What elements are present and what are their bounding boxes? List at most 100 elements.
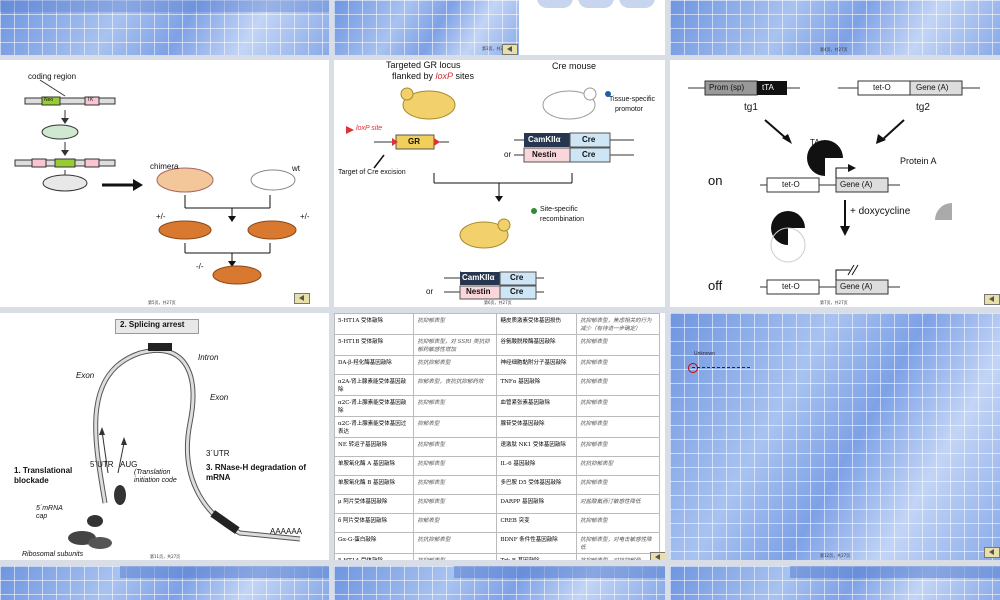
- target-excision-label: Target of Cre excision: [338, 169, 406, 176]
- table-cell: 谷氨酸脱羧酶基因敲除: [496, 334, 578, 356]
- slide-thumb-11[interactable]: [334, 566, 665, 600]
- slide-thumb-7[interactable]: 2. Splicing arrest Intron Exon Exon 5´UT…: [0, 313, 329, 560]
- rnase-label: 3. RNase-H degradation of mRNA: [206, 463, 307, 482]
- table-cell: 抗抑郁表型: [576, 355, 660, 375]
- slide-footer: 第4页，共27页: [820, 47, 848, 52]
- gene-knockout-table: 5-HT1A 受体敲除抗抑郁表型糖皮质激素受体基因损伤抗抑郁表型，焦虑相关的行为…: [334, 313, 660, 560]
- back-arrow-button[interactable]: [984, 294, 1000, 305]
- table-row: 5-HT1A 受体敲除抗抑郁表型Trk B 基因敲除抗抑郁表型，对抗抑郁药...: [334, 553, 660, 560]
- flanked-title: flanked by loxP sites: [392, 71, 475, 81]
- camkii-label: CamKIIα: [528, 135, 561, 144]
- table-cell: 腺苷受体基因敲除: [496, 416, 578, 438]
- table-cell: 抗抑郁表型: [413, 313, 498, 335]
- splicing-arrest-box: [115, 319, 199, 334]
- slide-thumb-6[interactable]: Prom (sp) tTA tet-O Gene (A) tg1 tg2 TA …: [670, 60, 1000, 307]
- table-cell: 抑郁表型: [413, 416, 498, 438]
- table-row: 单胺氧化酶 B 基因敲除抗抑郁表型多巴胺 D5 受体基因敲除抗抑郁表型: [334, 475, 660, 495]
- table-cell: 抗抑郁表型，对抗抑郁药...: [576, 553, 660, 560]
- table-cell: DARPP 基因敲除: [496, 494, 578, 514]
- slide-thumb-12[interactable]: [670, 566, 1000, 600]
- cre-label: Cre: [510, 273, 524, 282]
- tta-label: tTA: [762, 83, 774, 92]
- tk-label: TK: [87, 97, 94, 103]
- back-arrow-button[interactable]: [650, 552, 665, 560]
- table-row: 5-HT1B 受体敲除抗抑郁表型，对 SSRI 类抗抑郁药敏感性增加谷氨酸脱羧酶…: [334, 334, 660, 356]
- table-cell: 神经细胞黏附分子基因敲除: [496, 355, 578, 375]
- intron-label: Intron: [198, 353, 219, 362]
- gene-a-label: Gene (A): [916, 83, 949, 92]
- cre-label: Cre: [510, 287, 524, 296]
- table-cell: 速激肽 NK1 受体基因敲除: [496, 437, 578, 457]
- slide-footer: 第7页，共27页: [820, 300, 848, 305]
- tissue-specific-label: Tissue-specific: [609, 96, 656, 103]
- table-cell: 抗抗抑郁表型: [413, 532, 498, 554]
- slide-thumb-5[interactable]: Targeted GR locus flanked by loxP sites …: [334, 60, 665, 307]
- table-cell: 抗抑郁表型: [413, 395, 498, 417]
- table-cell: 抗抑郁表型: [413, 475, 498, 495]
- slide-thumb-8[interactable]: 5-HT1A 受体敲除抗抑郁表型糖皮质激素受体基因损伤抗抑郁表型，焦虑相关的行为…: [334, 313, 665, 560]
- table-row: α2C-肾上腺素能受体基因过表达抑郁表型腺苷受体基因敲除抗抑郁表型: [334, 416, 660, 438]
- teto-label: tet-O: [782, 282, 800, 291]
- table-cell: 抗抑郁表型: [413, 456, 498, 476]
- table-cell: 抑郁表型: [413, 513, 498, 533]
- table-cell: BDNF 条件性基因敲除: [496, 532, 578, 554]
- slide-footer: 第6页，共27页: [484, 300, 512, 305]
- neo-label: Neo: [44, 97, 54, 103]
- on-label: on: [708, 173, 723, 188]
- knockout-diagram: [14, 79, 297, 285]
- table-cell: 抗抑郁表型: [413, 494, 498, 514]
- table-cell: Gα-G-蛋白敲除: [334, 532, 415, 554]
- doxycycline-label: + doxycycline: [850, 206, 911, 217]
- slide-thumb-2[interactable]: 第3页，共27页: [334, 0, 665, 55]
- table-cell: 抗抗抑郁表型: [413, 355, 498, 375]
- table-cell: 抗抑郁表型: [576, 416, 660, 438]
- promotor-label: promotor: [615, 106, 644, 113]
- slide-background-panel: [334, 0, 519, 55]
- table-cell: 抗抗抑郁表型: [576, 456, 660, 476]
- ribosomal-label: Ribosomal subunits: [22, 551, 84, 558]
- table-cell: 抗抑郁表型: [576, 395, 660, 417]
- table-cell: α2A-肾上腺素能受体基因敲除: [334, 374, 415, 396]
- translation-init-label: (Translation initiation code: [134, 469, 177, 484]
- table-cell: 5-HT1A 受体敲除: [334, 553, 415, 560]
- table-cell: 血管紧张素基因敲除: [496, 395, 578, 417]
- het-left-label: +/-: [156, 212, 166, 221]
- table-cell: CREB 突变: [496, 513, 578, 533]
- back-arrow-button[interactable]: [984, 547, 1000, 558]
- cre-label: Cre: [582, 150, 596, 159]
- slide-thumb-9[interactable]: Unknown 第12页，共27页: [670, 313, 1000, 560]
- back-arrow-button[interactable]: [294, 293, 310, 304]
- polya-label: AAAAAA: [270, 527, 303, 536]
- slide-thumb-4[interactable]: coding region Neo TK chimera wt +/- +/- …: [0, 60, 329, 307]
- translational-blockade-label: 1. Translational blockade: [14, 466, 73, 485]
- nestin-label: Nestin: [466, 287, 491, 296]
- slide-header-bar: [120, 566, 329, 578]
- crosshair-marker: [688, 363, 698, 373]
- or-label: or: [504, 150, 512, 159]
- table-cell: 抗抑郁表型: [413, 437, 498, 457]
- table-cell: 抗抑郁表型: [413, 553, 498, 560]
- table-cell: 抗抑郁表型，焦虑相关的行为减少（有待进一步确定）: [576, 313, 660, 335]
- nestin-label: Nestin: [532, 150, 557, 159]
- slide-thumb-3[interactable]: 第4页，共27页: [670, 0, 1000, 55]
- table-cell: 糖皮质激素受体基因损伤: [496, 313, 578, 335]
- table-cell: 抗抑郁表型: [576, 334, 660, 356]
- table-cell: μ 阿片受体基因敲除: [334, 494, 415, 514]
- slide-footer: 第11页，共27页: [150, 554, 181, 559]
- or-label: or: [426, 287, 434, 296]
- protein-a-label: Protein A: [900, 156, 937, 166]
- slide-thumb-1[interactable]: [0, 0, 329, 55]
- gr-label: GR: [408, 137, 420, 146]
- table-cell: 抗抑郁表型: [576, 513, 660, 533]
- cre-mouse-label: Cre mouse: [552, 61, 597, 71]
- recombination-label: recombination: [540, 216, 584, 223]
- table-cell: 对盐酸氟西汀敏感性降低: [576, 494, 660, 514]
- table-cell: 多巴胺 D5 受体基因敲除: [496, 475, 578, 495]
- back-arrow-button[interactable]: [502, 44, 518, 55]
- table-cell: DA-β-羟化酶基因敲除: [334, 355, 415, 375]
- slide-thumb-10[interactable]: [0, 566, 329, 600]
- loxp-site-label: loxP site: [356, 125, 383, 132]
- exon-left-label: Exon: [76, 371, 95, 380]
- prom-label: Prom (sp): [709, 83, 745, 92]
